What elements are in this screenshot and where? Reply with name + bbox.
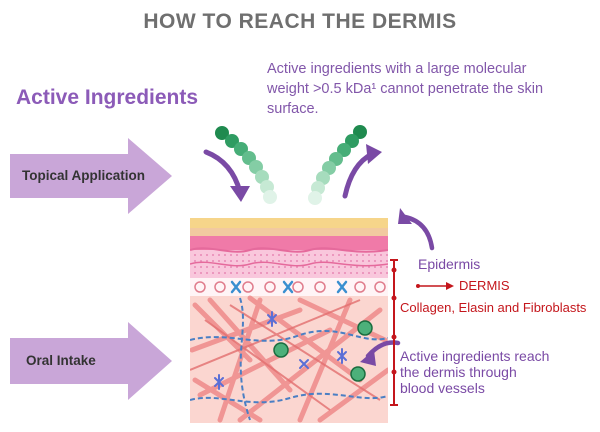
active-ingredients-heading: Active Ingredients bbox=[16, 86, 199, 109]
diagram-title: HOW TO REACH THE DERMIS bbox=[143, 10, 457, 33]
molecule-chain-right bbox=[308, 125, 367, 205]
molecule-chain-left bbox=[215, 126, 277, 204]
oral-intake-label: Oral Intake bbox=[26, 353, 96, 368]
skin-cross-section bbox=[190, 218, 388, 423]
dermis-bracket bbox=[390, 259, 398, 406]
bounce-arrowhead-left bbox=[230, 186, 250, 202]
topical-arrow bbox=[10, 138, 172, 214]
dermis-label: DERMIS bbox=[459, 278, 510, 293]
bounce-arrowhead-right bbox=[366, 144, 382, 164]
dermis-pointer-arrow bbox=[416, 282, 454, 290]
epidermis-arrowhead bbox=[398, 208, 412, 224]
collagen-label: Collagen, Elasin and Fibroblasts bbox=[400, 300, 587, 315]
blood-vessel-label: Active ingredients reach the dermis thro… bbox=[400, 348, 550, 396]
oral-arrow bbox=[10, 322, 172, 400]
molecular-weight-note: Active ingredients with a large molecula… bbox=[267, 61, 544, 117]
epidermis-label: Epidermis bbox=[418, 256, 481, 272]
dermis-bracket-dots bbox=[391, 267, 397, 375]
blood-vessel-arrowhead bbox=[360, 350, 376, 366]
topical-application-label: Topical Application bbox=[22, 168, 146, 183]
epidermis-arrow bbox=[402, 214, 435, 251]
